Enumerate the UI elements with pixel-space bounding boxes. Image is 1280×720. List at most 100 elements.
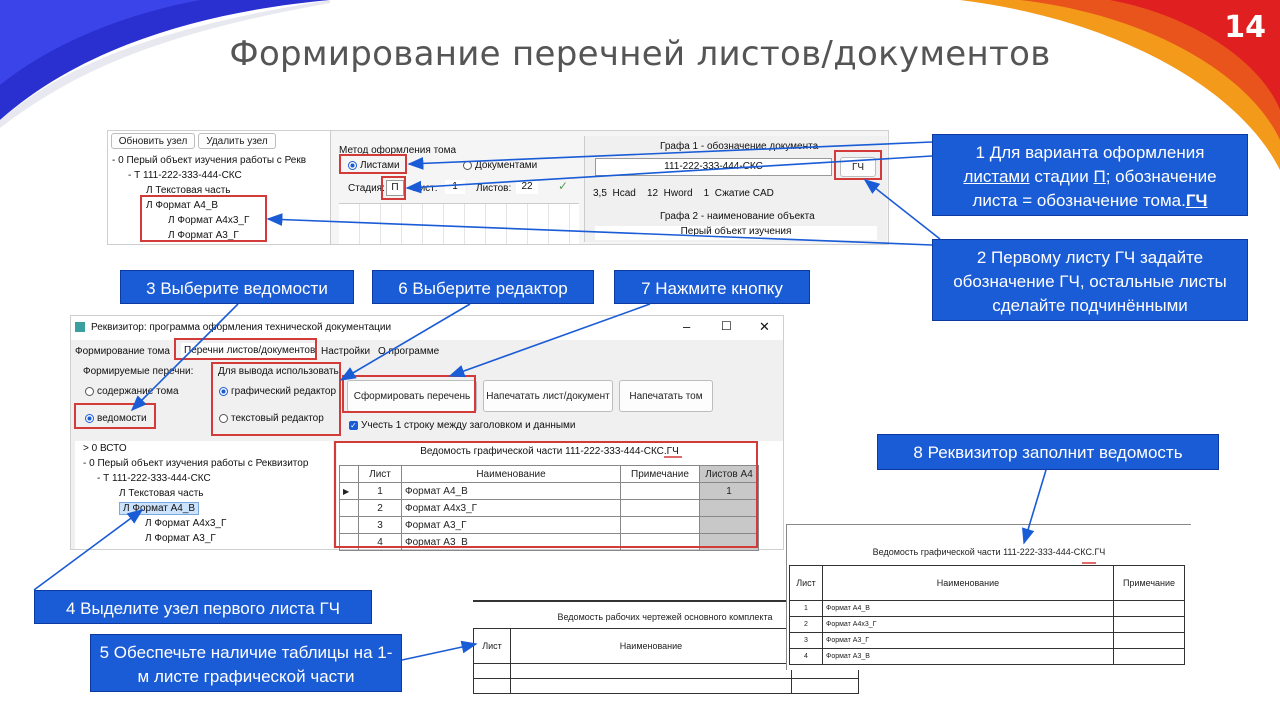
checkbox-icon: ✓: [349, 420, 358, 430]
col-a4: Листов А4: [699, 465, 759, 483]
tree-item[interactable]: Л Формат А3_Г: [168, 230, 239, 241]
graf1-input[interactable]: 111-222-333-444-СКС: [595, 158, 832, 176]
opt-graphic[interactable]: графический редактор: [219, 386, 336, 397]
minimize-icon[interactable]: –: [683, 319, 691, 334]
graf2-input[interactable]: Перый объект изучения: [595, 226, 877, 240]
tree-item[interactable]: Л Формат А3_Г: [145, 533, 216, 544]
highlight-menu-lists: [174, 338, 317, 360]
tree-item[interactable]: Л Текстовая часть: [119, 488, 204, 499]
title-bar: Реквизитор: программа оформления техниче…: [71, 316, 783, 340]
highlight-stage: [381, 176, 406, 200]
doc-left-cell: [791, 678, 859, 694]
menu-about[interactable]: О программе: [378, 346, 440, 357]
grid-table: Лист Наименование Примечание Листов А4 ▶…: [339, 465, 759, 551]
highlight-generate: [342, 375, 476, 413]
cell-a4[interactable]: 1: [699, 482, 759, 500]
doc-right-cell-n: 4: [789, 648, 823, 665]
main-window: Реквизитор: программа оформления техниче…: [70, 315, 784, 551]
opt-contents[interactable]: содержание тома: [85, 386, 179, 397]
tree-item[interactable]: Л Текстовая часть: [146, 185, 231, 196]
stage-label: Стадия:: [348, 183, 385, 194]
doc-right-cell-note: [1113, 648, 1185, 665]
app-icon: [75, 322, 85, 332]
callout-7: 7 Нажмите кнопку: [614, 270, 810, 304]
update-node-button[interactable]: Обновить узел: [111, 133, 195, 149]
hcad-value[interactable]: 3,5: [593, 188, 607, 199]
graf1-label: Графа 1 - обозначение документа: [660, 141, 819, 152]
hword-value[interactable]: 12: [646, 188, 659, 199]
top-tree: - 0 Перый объект изучения работы с Рекв …: [112, 153, 327, 243]
compress-value[interactable]: 1: [703, 188, 710, 199]
method-label: Метод оформления тома: [339, 145, 457, 156]
sheets-label: Листов:: [476, 183, 512, 194]
sheets-input[interactable]: 22: [516, 180, 538, 194]
tree-item[interactable]: > 0 ВСТО: [83, 443, 127, 454]
doc-right-caption: Ведомость графической части 111-222-333-…: [872, 547, 1106, 557]
top-tree-panel: Обновить узел Удалить узел - 0 Перый объ…: [108, 131, 331, 244]
hcad-row: 3,5 Hcad 12 Hword 1 Сжатие CAD: [593, 188, 774, 199]
menu-lists[interactable]: Перечни листов/документов: [181, 343, 319, 358]
cell-a4[interactable]: [699, 499, 759, 517]
sheet-input[interactable]: 1: [445, 180, 465, 194]
opt-sheets[interactable]: Листами: [348, 160, 400, 171]
callout-3: 3 Выберите ведомости: [120, 270, 354, 304]
grid-header-row: Лист Наименование Примечание Листов А4: [339, 465, 759, 483]
output-group-label: Для вывода использовать:: [218, 366, 342, 377]
callout-8: 8 Реквизитор заполнит ведомость: [877, 434, 1219, 470]
stage-input[interactable]: П: [386, 180, 404, 196]
sheet-label: Лист:: [413, 183, 438, 194]
print-sheet-button[interactable]: Напечатать лист/документ: [483, 380, 613, 412]
arrow-8: [1022, 469, 1047, 545]
highlight-format-tree: [140, 195, 267, 242]
highlight-sheets: [339, 154, 407, 174]
arrow-1b: [405, 155, 933, 194]
cell-a4[interactable]: [699, 516, 759, 534]
tree-item[interactable]: Л Формат А4х3_Г: [145, 518, 227, 529]
top-right-decoration: [960, 0, 1280, 170]
generate-button[interactable]: Сформировать перечень: [347, 380, 477, 412]
radio-icon: [219, 413, 228, 423]
arrow-4: [33, 509, 144, 591]
graph-panel: Графа 1 - обозначение документа 111-222-…: [584, 136, 887, 242]
tree-item[interactable]: - 0 Перый объект изучения работы с Рекви…: [83, 458, 309, 469]
radio-icon: [219, 386, 228, 396]
menu-settings[interactable]: Настройки: [321, 346, 371, 357]
lists-group-label: Формируемые перечни:: [83, 366, 194, 377]
callout-6: 6 Выберите редактор: [372, 270, 594, 304]
callout-5: 5 Обеспечьте наличие таблицы на 1-м лист…: [90, 634, 402, 692]
arrow-2a: [863, 179, 941, 240]
arrow-5: [401, 640, 478, 661]
arrow-3: [130, 303, 239, 412]
window-title: Реквизитор: программа оформления техниче…: [91, 322, 392, 333]
arrow-7: [448, 303, 651, 378]
delete-node-button[interactable]: Удалить узел: [198, 133, 276, 149]
main-tree: > 0 ВСТО - 0 Перый объект изучения работ…: [75, 441, 333, 549]
tree-item[interactable]: Л Формат А4х3_Г: [168, 215, 250, 226]
print-volume-button[interactable]: Напечатать том: [619, 380, 713, 412]
close-icon[interactable]: ✕: [759, 319, 770, 334]
doc-left-row: [473, 678, 859, 694]
check-icon[interactable]: ✓: [557, 179, 569, 193]
highlight-editor: [211, 362, 341, 436]
gap-checkbox[interactable]: ✓Учесть 1 строку между заголовком и данн…: [349, 420, 576, 431]
tree-item[interactable]: - Т 111-222-333-444-СКС: [97, 473, 211, 484]
graf2-label: Графа 2 - наименование объекта: [660, 211, 815, 222]
page-number: 14: [1224, 10, 1266, 45]
menu-formation[interactable]: Формирование тома: [75, 346, 170, 357]
opt-statements[interactable]: ведомости: [85, 413, 147, 424]
slide-title: Формирование перечней листов/документов: [229, 34, 1051, 74]
opt-text[interactable]: текстовый редактор: [219, 413, 324, 424]
doc-left-col-name: Наименование: [510, 628, 792, 664]
tree-item-selected[interactable]: Л Формат А4_В: [146, 200, 219, 211]
tree-item[interactable]: - Т 111-222-333-444-СКС: [128, 170, 242, 181]
gch-button[interactable]: ГЧ: [840, 157, 876, 177]
maximize-icon[interactable]: ☐: [721, 319, 732, 333]
radio-icon: [348, 160, 357, 170]
doc-right: Ведомость графической части 111-222-333-…: [786, 524, 1191, 670]
tree-item[interactable]: - 0 Перый объект изучения работы с Рекв: [112, 155, 307, 166]
